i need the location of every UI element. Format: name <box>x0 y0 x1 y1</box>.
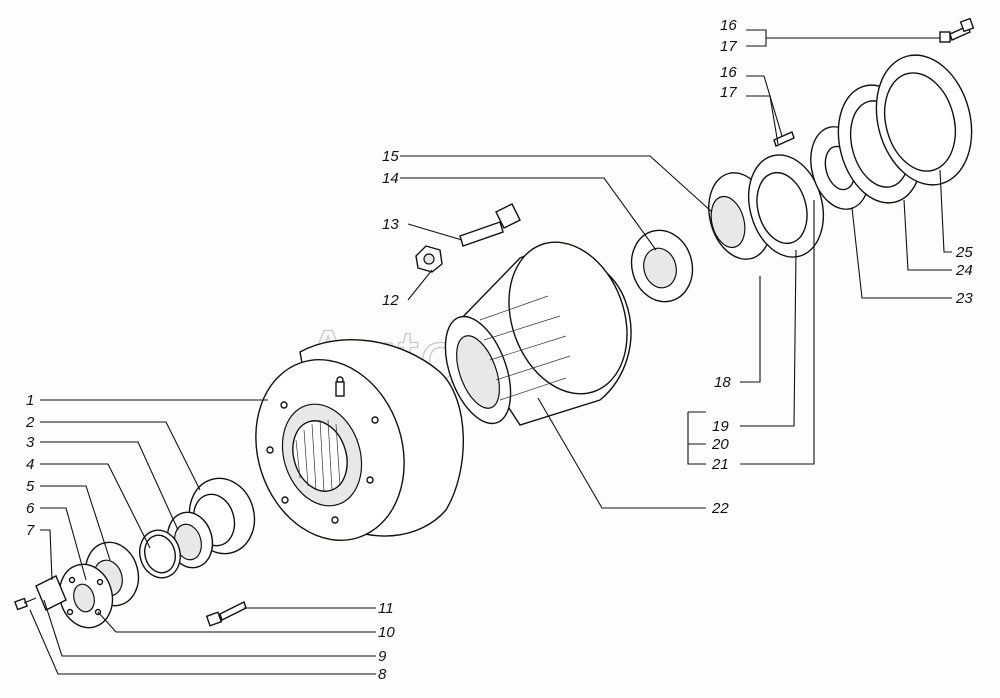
label-21: 21 <box>711 456 729 473</box>
nut-14 <box>630 229 694 303</box>
label-16-mid: 16 <box>720 64 737 81</box>
label-1: 1 <box>26 392 34 409</box>
label-23: 23 <box>955 290 973 307</box>
bolt-16-top <box>939 17 975 43</box>
label-18: 18 <box>714 374 731 391</box>
label-20: 20 <box>711 436 729 453</box>
label-22: 22 <box>711 500 729 517</box>
brake-drum <box>255 339 465 541</box>
label-17-mid: 17 <box>720 84 737 101</box>
label-6: 6 <box>26 500 35 517</box>
label-11: 11 <box>378 600 394 617</box>
part-labels: 1 2 3 4 5 6 7 8 9 10 11 12 13 14 15 16 1… <box>25 17 973 683</box>
label-5: 5 <box>26 478 35 495</box>
label-19: 19 <box>712 418 729 435</box>
label-3: 3 <box>26 434 35 451</box>
lock-ring-4 <box>139 529 181 579</box>
flange-6 <box>58 563 114 629</box>
bolt-13 <box>459 203 521 247</box>
bolt-11 <box>205 601 247 627</box>
washer-7 <box>35 575 67 611</box>
label-15: 15 <box>382 148 399 165</box>
label-16-top: 16 <box>720 17 737 34</box>
cover-18 <box>748 154 824 258</box>
label-10: 10 <box>378 624 395 641</box>
cover-25 <box>875 54 973 186</box>
wheel-hub <box>444 241 632 426</box>
label-9: 9 <box>378 648 387 665</box>
nut-12 <box>415 245 443 273</box>
label-25: 25 <box>955 244 973 261</box>
label-2: 2 <box>25 414 35 431</box>
bolt-8 <box>14 597 37 611</box>
label-17-top: 17 <box>720 38 737 55</box>
label-14: 14 <box>382 170 399 187</box>
label-13: 13 <box>382 216 399 233</box>
label-8: 8 <box>378 666 387 683</box>
label-4: 4 <box>26 456 34 473</box>
bolt-16-mid <box>773 131 795 147</box>
label-12: 12 <box>382 292 399 309</box>
label-24: 24 <box>955 262 973 279</box>
leader-lines <box>29 29 952 675</box>
label-7: 7 <box>26 522 35 539</box>
